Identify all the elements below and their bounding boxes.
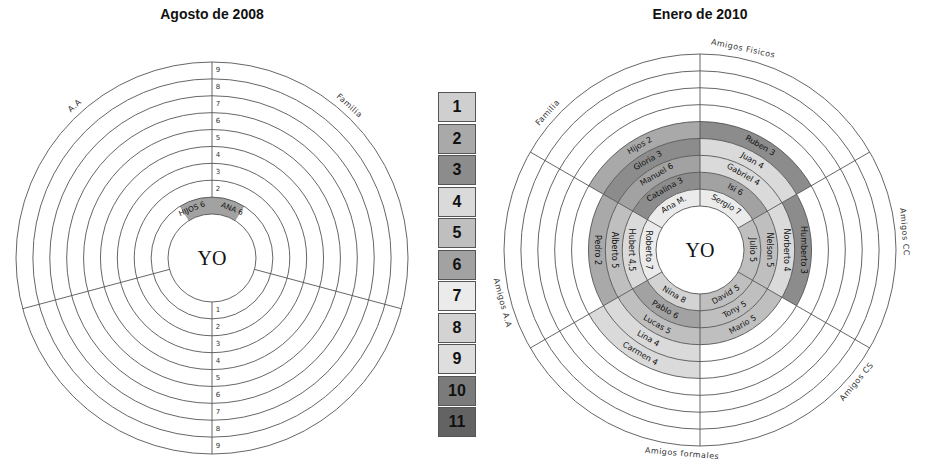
legend-swatch: 3 bbox=[438, 155, 476, 185]
legend-swatch: 10 bbox=[438, 376, 476, 406]
ring-circle bbox=[16, 62, 408, 454]
ring-number: 7 bbox=[216, 101, 220, 108]
sector-label: Familia bbox=[335, 92, 364, 119]
sector-label: Amigos CC bbox=[898, 208, 910, 256]
legend-number: 8 bbox=[453, 319, 462, 337]
legend-number: 10 bbox=[448, 382, 466, 400]
panel-title: Agosto de 2008 bbox=[160, 7, 263, 21]
legend-swatch: 9 bbox=[438, 344, 476, 374]
legend-number: 9 bbox=[453, 350, 462, 368]
sector-divider bbox=[23, 269, 170, 308]
contact-band: Hubert 4,5 bbox=[627, 229, 635, 272]
ring-number: 5 bbox=[216, 135, 220, 142]
legend-swatch: 11 bbox=[438, 407, 476, 437]
contact-band: Pedro 2 bbox=[593, 235, 601, 265]
ring-number: 5 bbox=[216, 375, 220, 382]
ring-band-fill bbox=[589, 306, 700, 379]
node-text: Hubert 4,5 bbox=[627, 229, 636, 272]
node-text: YO bbox=[198, 248, 227, 268]
node-text: Nelson 5 bbox=[765, 233, 774, 268]
sector-label: Amigos Fisicos bbox=[710, 39, 776, 60]
legend-number: 6 bbox=[453, 256, 462, 274]
node-text: Roberto 7 bbox=[644, 230, 653, 269]
legend-swatch: 5 bbox=[438, 218, 476, 248]
ring-number: 9 bbox=[216, 442, 220, 449]
legend-swatch: 8 bbox=[438, 313, 476, 343]
ring-circle bbox=[168, 214, 256, 302]
ring-circle bbox=[639, 189, 761, 311]
sector-divider bbox=[212, 302, 213, 454]
sector-divider bbox=[700, 294, 701, 446]
ring-band-fill bbox=[700, 122, 811, 195]
legend-swatch: 1 bbox=[438, 92, 476, 122]
sector-label: Amigos A.A bbox=[492, 278, 513, 329]
contact-band: Humberto 3 bbox=[799, 226, 807, 274]
contact-band: Alberto 5 bbox=[610, 232, 618, 269]
legend-swatch: 2 bbox=[438, 124, 476, 154]
contact-band: Norberto 4 bbox=[782, 228, 790, 271]
ring-number: 8 bbox=[216, 425, 220, 432]
ring-circle bbox=[504, 54, 896, 446]
sector-divider bbox=[530, 272, 662, 348]
node-text: Humberto 3 bbox=[799, 226, 808, 274]
ring-number: 3 bbox=[216, 341, 220, 348]
legend-swatch: 7 bbox=[438, 281, 476, 311]
legend-number: 3 bbox=[453, 161, 462, 179]
sector-label: A.A bbox=[67, 98, 83, 114]
ring-number: 4 bbox=[216, 151, 220, 158]
legend-number: 2 bbox=[453, 130, 462, 148]
legend-number: 7 bbox=[453, 287, 462, 305]
ring-number: 9 bbox=[216, 67, 220, 74]
ring-number: 2 bbox=[216, 185, 220, 192]
legend-number: 5 bbox=[453, 224, 462, 242]
self-circle: YO bbox=[658, 208, 742, 292]
sector-divider bbox=[255, 269, 402, 308]
contact-band: Julio 5 bbox=[748, 238, 756, 262]
legend-number: 4 bbox=[453, 193, 462, 211]
legend-number: 11 bbox=[449, 413, 466, 431]
contact-band: Nelson 5 bbox=[765, 233, 773, 268]
ring-number: 6 bbox=[216, 118, 220, 125]
sector-label: Amigos formales bbox=[645, 447, 720, 461]
ring-number: 2 bbox=[216, 324, 220, 331]
node-text: Pedro 2 bbox=[593, 235, 602, 265]
ring-number: 1 bbox=[216, 307, 220, 314]
ring-number: 3 bbox=[216, 168, 220, 175]
self-circle: YO bbox=[170, 216, 254, 300]
node-text: YO bbox=[686, 240, 715, 260]
legend-number: 1 bbox=[453, 98, 462, 116]
node-text: Norberto 4 bbox=[782, 228, 791, 271]
sector-divider bbox=[212, 62, 213, 197]
ring-circle bbox=[151, 197, 273, 319]
sector-label: Familia bbox=[534, 98, 561, 127]
legend-swatch: 6 bbox=[438, 250, 476, 280]
legend-swatch: 4 bbox=[438, 187, 476, 217]
contact-band: Roberto 7 bbox=[644, 230, 652, 269]
sector-divider bbox=[700, 54, 701, 206]
ring-number: 8 bbox=[216, 84, 220, 91]
sector-divider bbox=[738, 272, 870, 348]
ring-number: 7 bbox=[216, 408, 220, 415]
node-text: Julio 5 bbox=[748, 238, 757, 262]
ring-circle bbox=[656, 206, 744, 294]
ring-number: 4 bbox=[216, 358, 220, 365]
ring-number: 6 bbox=[216, 391, 220, 398]
panel-title: Enero de 2010 bbox=[653, 7, 748, 21]
node-text: Alberto 5 bbox=[610, 232, 619, 269]
